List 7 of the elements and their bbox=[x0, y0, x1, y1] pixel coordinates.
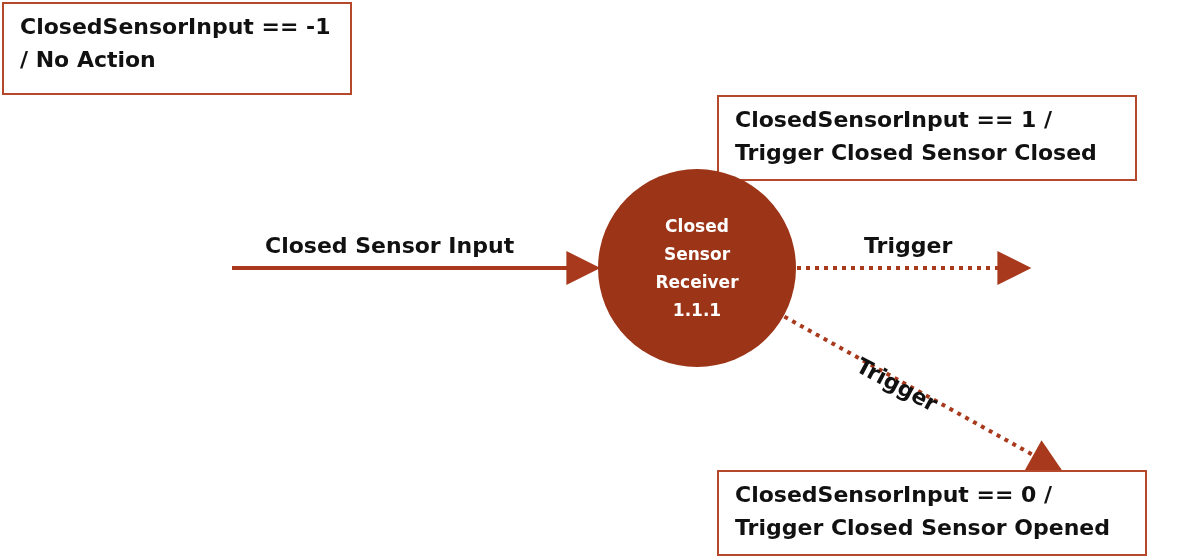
condition-box: ClosedSensorInput == 0 / Trigger Closed Sensor Opened bbox=[717, 470, 1147, 556]
arrow bbox=[797, 251, 1032, 285]
arrow bbox=[783, 314, 1063, 472]
condition-box: ClosedSensorInput == -1 / No Action bbox=[2, 2, 352, 95]
condition-box: ClosedSensorInput == 1 / Trigger Closed Sensor Closed bbox=[717, 95, 1137, 181]
node-label: Closed Sensor Receiver 1.1.1 bbox=[654, 215, 740, 322]
process-circle bbox=[597, 168, 797, 368]
